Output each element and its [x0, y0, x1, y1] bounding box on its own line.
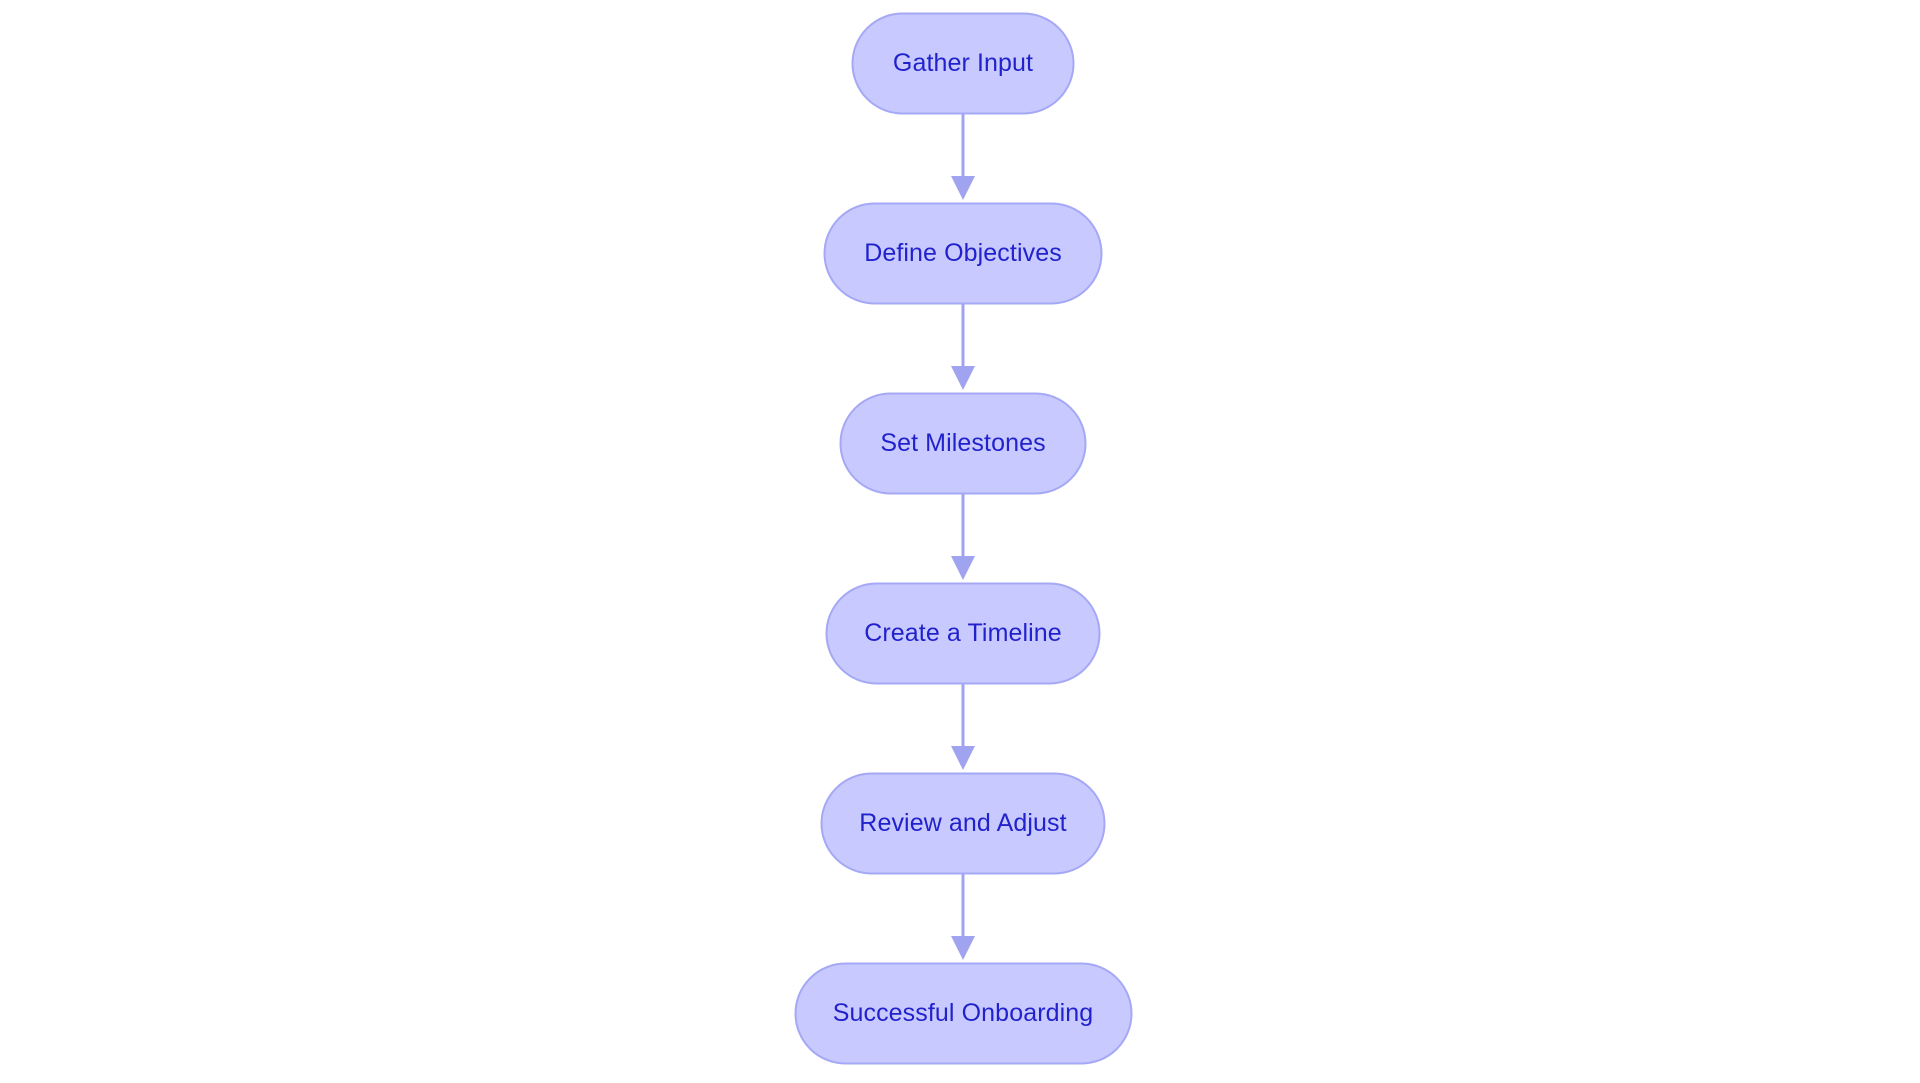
edge-gather-input-to-define-objectives — [951, 113, 975, 200]
arrowhead-icon — [951, 176, 975, 200]
node-set-milestones[interactable]: Set Milestones — [839, 392, 1087, 495]
node-create-a-timeline[interactable]: Create a Timeline — [825, 582, 1101, 685]
node-shape[interactable] — [825, 582, 1101, 685]
arrowhead-icon — [951, 936, 975, 960]
node-review-and-adjust[interactable]: Review and Adjust — [820, 772, 1106, 875]
node-group: Gather Input Define Objectives Set Miles… — [794, 12, 1133, 1065]
edge-review-and-adjust-to-successful-onboarding — [951, 873, 975, 960]
edge-define-objectives-to-set-milestones — [951, 303, 975, 390]
arrowhead-icon — [951, 746, 975, 770]
edge-set-milestones-to-create-a-timeline — [951, 493, 975, 580]
node-shape[interactable] — [820, 772, 1106, 875]
node-label: Successful Onboarding — [833, 999, 1094, 1027]
node-define-objectives[interactable]: Define Objectives — [823, 202, 1103, 305]
node-label: Create a Timeline — [864, 619, 1062, 647]
node-successful-onboarding[interactable]: Successful Onboarding — [794, 962, 1133, 1065]
edge-group — [951, 113, 975, 960]
edge-create-a-timeline-to-review-and-adjust — [951, 683, 975, 770]
node-shape[interactable] — [839, 392, 1087, 495]
node-label: Define Objectives — [864, 239, 1062, 267]
node-label: Gather Input — [893, 49, 1033, 77]
node-gather-input[interactable]: Gather Input — [851, 12, 1075, 115]
arrowhead-icon — [951, 556, 975, 580]
node-shape[interactable] — [851, 12, 1075, 115]
node-label: Set Milestones — [880, 429, 1045, 457]
node-shape[interactable] — [823, 202, 1103, 305]
node-shape[interactable] — [794, 962, 1133, 1065]
arrowhead-icon — [951, 366, 975, 390]
node-label: Review and Adjust — [859, 809, 1066, 837]
